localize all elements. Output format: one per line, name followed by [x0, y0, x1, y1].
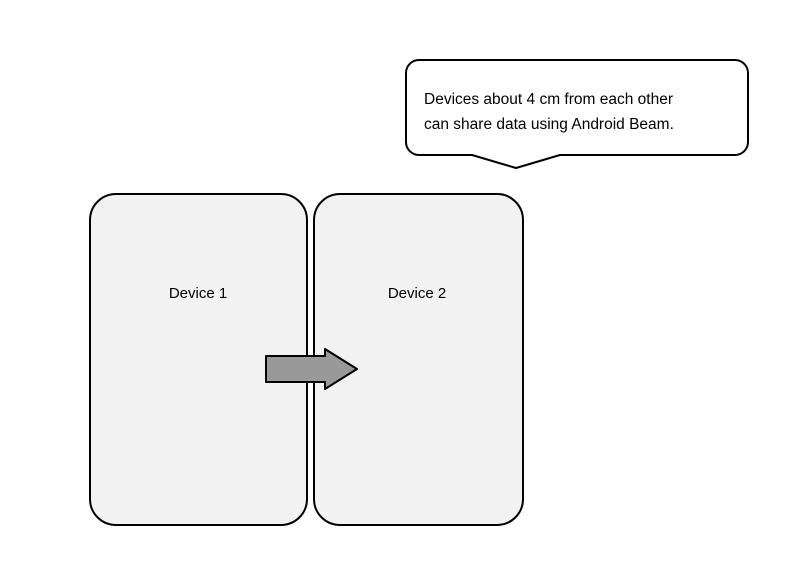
callout-text-line-1: Devices about 4 cm from each other	[424, 91, 673, 108]
callout-bubble[interactable]: Devices about 4 cm from each other can s…	[405, 59, 749, 169]
device-2-box[interactable]: Device 2	[313, 193, 524, 526]
device-1-label: Device 1	[169, 285, 227, 302]
callout-text-line-2: can share data using Android Beam.	[424, 116, 674, 133]
device-2-label: Device 2	[388, 285, 446, 302]
right-arrow-icon	[265, 348, 358, 390]
callout-bubble-shape	[405, 59, 749, 169]
device-2-box-shape	[313, 193, 524, 526]
data-transfer-arrow[interactable]	[265, 348, 358, 390]
